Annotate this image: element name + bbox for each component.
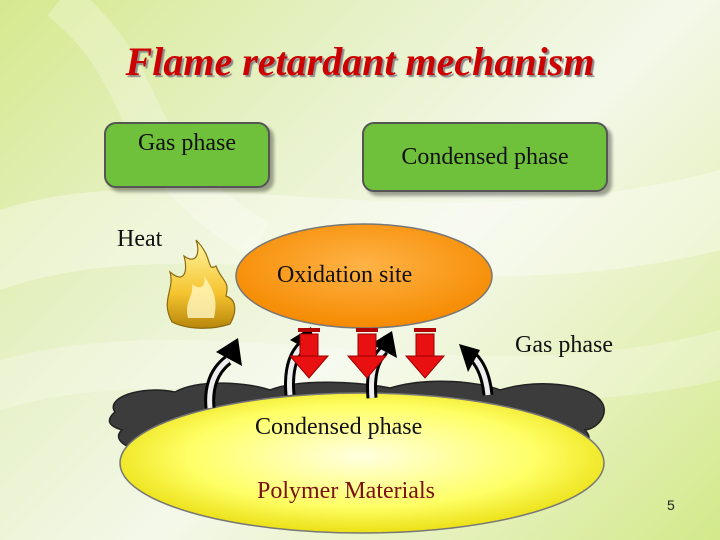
slide-title: Flame retardant mechanism: [125, 39, 595, 84]
oxidation-site-label: Oxidation site: [277, 262, 413, 288]
condensed-phase-box-label: Condensed phase: [401, 143, 569, 170]
gas-phase-box-label: Gas phase: [138, 130, 236, 156]
heat-feedback-arrow-1: [288, 328, 330, 379]
fire-icon: [166, 239, 236, 329]
gas-phase-label: Gas phase: [515, 332, 613, 358]
polymer-materials-ellipse: [119, 392, 605, 534]
gas-release-arrow-1: [204, 338, 242, 409]
heat-label: Heat: [117, 226, 163, 252]
gas-phase-box: Gas phase: [104, 122, 270, 188]
heat-feedback-arrow-2: [346, 328, 388, 379]
gas-release-arrow-4: [459, 344, 494, 396]
polymer-materials-label: Polymer Materials: [257, 478, 435, 504]
page-number: 5: [667, 497, 675, 513]
condensed-phase-label: Condensed phase: [255, 414, 423, 440]
condensed-phase-box: Condensed phase: [362, 122, 608, 192]
heat-feedback-arrow-3: [404, 328, 446, 379]
